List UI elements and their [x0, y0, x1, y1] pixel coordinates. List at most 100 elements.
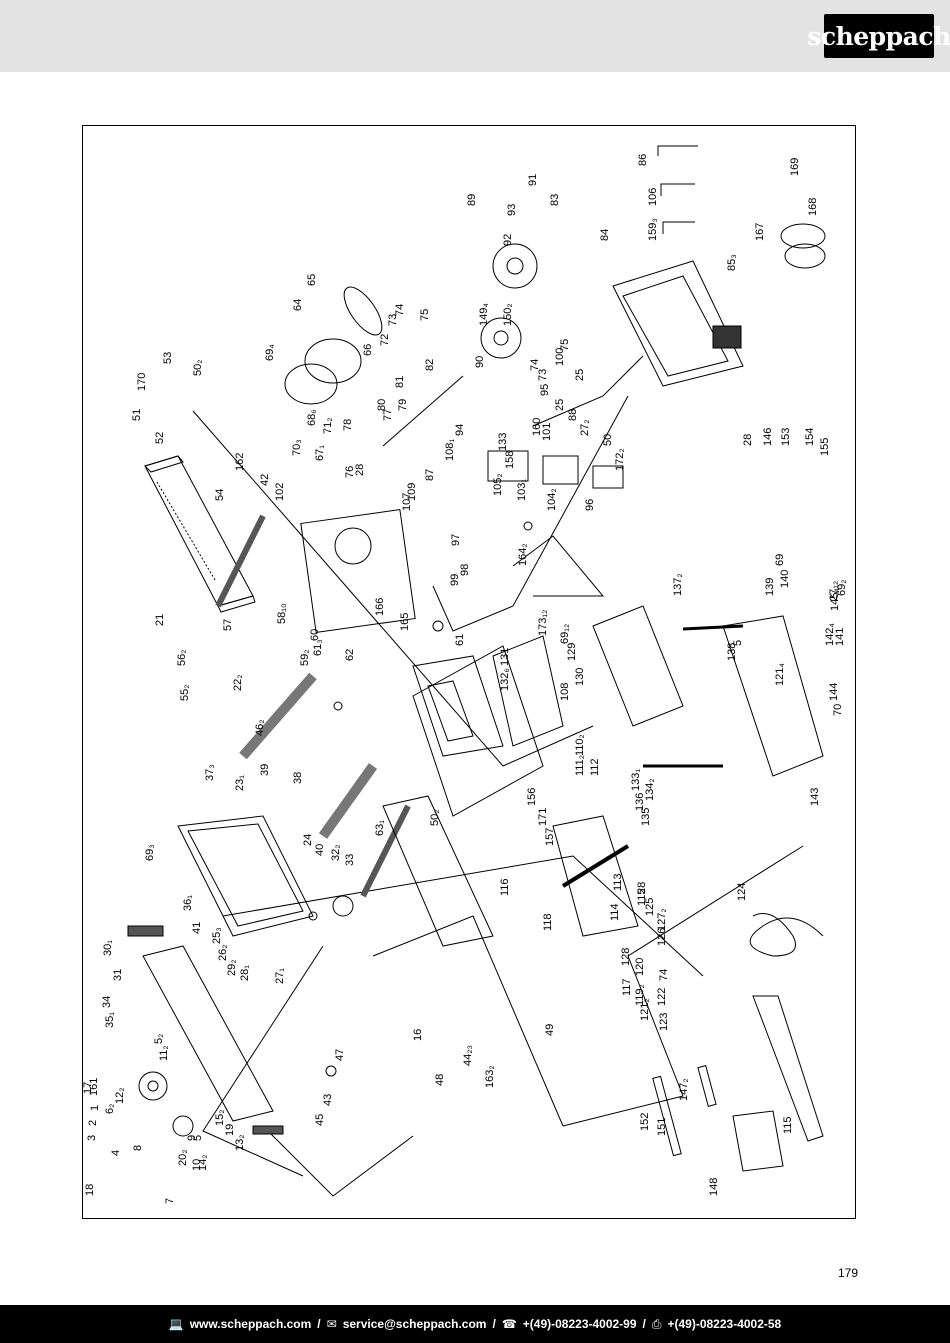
- part-number-label: 74: [658, 969, 670, 981]
- part-number-label: 45: [314, 1114, 326, 1126]
- website-link[interactable]: www.scheppach.com: [189, 1317, 312, 1331]
- part-number-label: 10: [191, 1159, 203, 1171]
- part-number-label: 58₁₀: [276, 603, 288, 624]
- part-number-label: 158: [504, 451, 516, 469]
- computer-icon: 💻: [168, 1317, 184, 1331]
- part-number-label: 46₂: [254, 719, 266, 736]
- part-number-label: 75: [559, 339, 571, 351]
- part-number-label: 69₄: [264, 344, 276, 361]
- part-number-label: 50: [602, 434, 614, 446]
- part-number-label: 115: [636, 888, 648, 906]
- email-link[interactable]: service@scheppach.com: [342, 1317, 487, 1331]
- part-number-label: 43: [322, 1094, 334, 1106]
- part-number-label: 96: [584, 499, 596, 511]
- part-number-label: 117: [621, 978, 633, 996]
- part-number-label: 172₂: [614, 448, 626, 471]
- part-number-label: 27₁₂: [828, 581, 840, 601]
- part-number-label: 27₁: [274, 968, 286, 984]
- part-number-label: 141: [834, 628, 846, 646]
- part-number-label: 59₂: [299, 649, 311, 666]
- part-number-label: 63₁: [374, 820, 386, 836]
- part-number-label: 103₁: [516, 479, 528, 501]
- fax-icon: ⎙: [651, 1316, 662, 1331]
- part-number-label: 48: [434, 1074, 446, 1086]
- part-number-label: 4: [110, 1150, 122, 1156]
- part-number-label: 153: [780, 428, 792, 446]
- part-number-label: 148: [708, 1178, 720, 1196]
- part-number-label: 91: [527, 174, 539, 186]
- part-number-label: 126: [656, 928, 668, 946]
- part-number-label: 69₁₂: [559, 624, 571, 644]
- part-number-label: 11₂: [158, 1045, 170, 1061]
- separator: /: [317, 1317, 321, 1331]
- part-number-label: 146: [762, 428, 774, 446]
- part-number-label: 109: [406, 483, 418, 501]
- part-number-label: 21: [154, 614, 166, 626]
- part-number-label: 133: [497, 433, 509, 451]
- part-number-label: 159₃: [647, 218, 659, 241]
- part-number-label: 56₂: [176, 649, 188, 666]
- part-number-label: 51: [131, 409, 143, 421]
- part-number-label: 47: [334, 1049, 346, 1061]
- part-number-label: 26₂: [217, 944, 229, 961]
- part-number-label: 28: [354, 464, 366, 476]
- part-number-label: 75: [419, 309, 431, 321]
- part-number-label: 38: [292, 772, 304, 784]
- part-number-label: 104₂: [546, 488, 558, 511]
- part-number-label: 101: [541, 423, 553, 441]
- part-number-label: 130: [574, 668, 586, 686]
- part-number-label: 171: [537, 808, 549, 826]
- part-number-label: 145₄: [829, 588, 841, 611]
- part-number-label: 83: [549, 194, 561, 206]
- part-number-label: 162: [234, 453, 246, 471]
- part-number-label: 113: [612, 873, 624, 891]
- part-number-label: 5: [732, 640, 744, 646]
- part-number-label: 165: [399, 613, 411, 631]
- part-number-label: 1: [89, 1105, 101, 1111]
- part-number-label: 5: [192, 1135, 204, 1141]
- footer-contact-bar: 💻 www.scheppach.com / ✉ service@scheppac…: [0, 1305, 950, 1343]
- part-number-label: 65: [306, 274, 318, 286]
- part-number-label: 108₁: [444, 439, 456, 461]
- part-number-label: 89: [466, 194, 478, 206]
- part-number-label: 85₃: [726, 254, 738, 271]
- part-number-label: 37₃: [204, 764, 216, 781]
- part-number-label: 151: [656, 1118, 668, 1136]
- part-number-label: 41: [191, 922, 203, 934]
- header-band: [0, 0, 950, 72]
- part-number-label: 100: [554, 348, 566, 366]
- part-number-label: 78: [342, 419, 354, 431]
- part-number-label: 77: [382, 409, 394, 421]
- part-number-label: 16: [412, 1029, 424, 1041]
- part-number-label: 143: [809, 788, 821, 806]
- part-number-label: 68₆: [306, 409, 318, 426]
- part-number-label: 50₂: [429, 809, 441, 826]
- part-number-label: 138: [726, 643, 738, 661]
- part-number-label: 35₁: [104, 1012, 116, 1028]
- part-number-label: 170: [136, 373, 148, 391]
- part-number-label: 53: [162, 352, 174, 364]
- part-number-label: 121₄: [774, 663, 786, 686]
- part-number-label: 25: [554, 399, 566, 411]
- part-number-label: 42: [259, 474, 271, 486]
- part-number-label: 152: [639, 1113, 651, 1131]
- part-number-label: 23₁: [234, 775, 246, 791]
- part-number-label: 69: [774, 554, 786, 566]
- part-number-label: 119₂: [634, 984, 646, 1006]
- part-number-label: 55₂: [179, 684, 191, 701]
- part-number-label: 61₃: [312, 639, 324, 656]
- part-number-label: 80: [376, 399, 388, 411]
- part-number-label: 134₂: [644, 778, 656, 801]
- part-number-label: 62: [344, 649, 356, 661]
- part-number-label: 25₃: [211, 927, 223, 944]
- part-number-label: 108: [559, 683, 571, 701]
- part-number-label: 67₁: [314, 445, 326, 461]
- envelope-icon: ✉: [326, 1317, 337, 1331]
- part-number-label: 27₂: [579, 419, 591, 436]
- part-number-label: 82: [424, 359, 436, 371]
- part-number-label: 94: [454, 424, 466, 436]
- part-number-label: 31: [112, 969, 124, 981]
- part-number-label: 124: [736, 883, 748, 901]
- part-number-label: 24: [302, 834, 314, 846]
- part-number-label: 116: [499, 878, 511, 896]
